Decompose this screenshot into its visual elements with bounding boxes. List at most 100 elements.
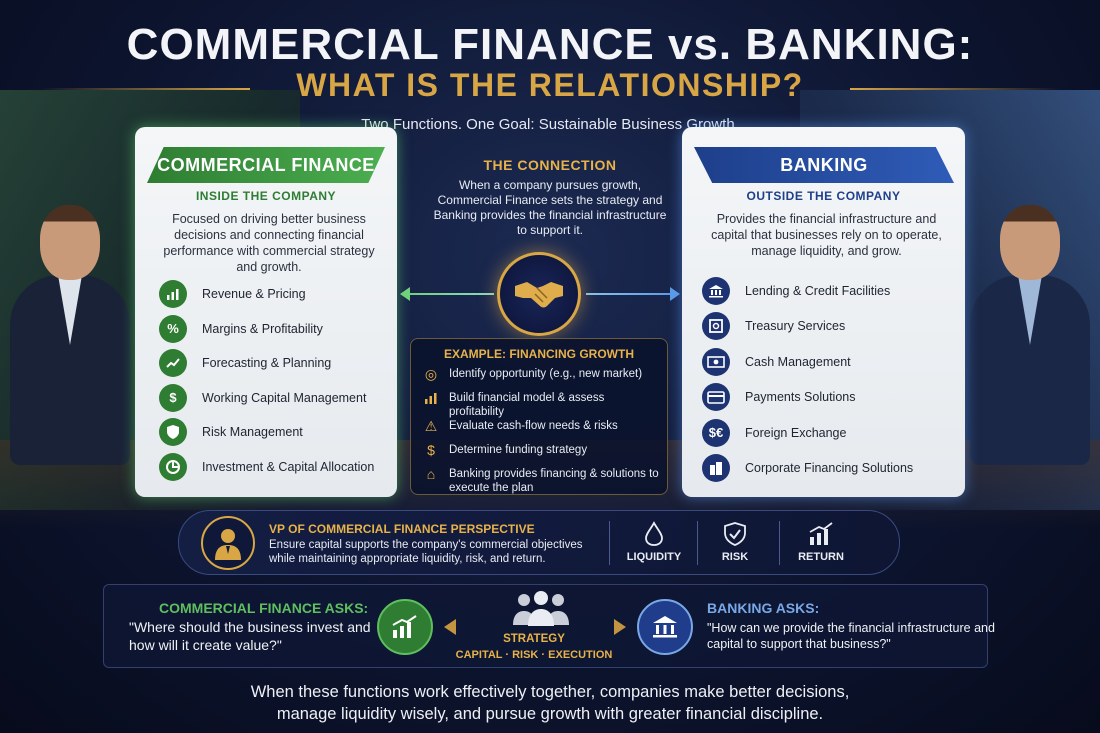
bar-chart-up-icon xyxy=(783,517,859,551)
list-item-label: Working Capital Management xyxy=(202,390,367,405)
connection-arrow-right xyxy=(586,293,672,295)
example-steps-list: ◎ Identify opportunity (e.g., new market… xyxy=(421,367,661,495)
footer-text: When these functions work effectively to… xyxy=(0,681,1100,725)
list-item-label: Banking provides financing & solutions t… xyxy=(449,468,659,494)
list-item-label: Treasury Services xyxy=(745,319,846,334)
banking-banner: BANKING xyxy=(694,147,954,183)
dollar-icon: $ xyxy=(427,442,435,458)
list-item: $ Working Capital Management xyxy=(159,381,385,416)
cash-icon xyxy=(702,347,730,376)
metric-label: RETURN xyxy=(798,551,844,563)
connection-arrow-left xyxy=(408,293,494,295)
arrow-right-icon xyxy=(670,287,680,301)
list-item-label: Cash Management xyxy=(745,354,851,369)
divider xyxy=(697,521,698,565)
list-item: ⚠ Evaluate cash-flow needs & risks xyxy=(421,419,661,443)
list-item: Investment & Capital Allocation xyxy=(159,450,385,485)
connection-title: THE CONNECTION xyxy=(483,157,617,173)
footer-line-1: When these functions work effectively to… xyxy=(250,683,850,701)
banking-question: "How can we provide the financial infras… xyxy=(707,621,995,651)
list-item: ⌂ Banking provides financing & solutions… xyxy=(421,467,661,495)
example-title: EXAMPLE: FINANCING GROWTH xyxy=(444,347,634,361)
list-item: ◎ Identify opportunity (e.g., new market… xyxy=(421,367,661,391)
list-item-label: Margins & Profitability xyxy=(202,321,323,336)
bank-icon xyxy=(702,276,730,305)
list-item: Build financial model & assess profitabi… xyxy=(421,391,661,419)
card-icon xyxy=(702,383,730,412)
banking-asks-title: BANKING ASKS: xyxy=(707,600,820,616)
droplet-icon xyxy=(616,517,692,551)
warning-icon: ⚠ xyxy=(424,418,438,434)
divider xyxy=(609,521,610,565)
bank-icon: ⌂ xyxy=(426,466,436,482)
list-item-label: Risk Management xyxy=(202,425,303,440)
page-title: COMMERCIAL FINANCE vs. BANKING: xyxy=(126,20,974,69)
shield-check-icon xyxy=(697,517,773,551)
vp-text: Ensure capital supports the company's co… xyxy=(269,539,583,565)
list-item-label: Forecasting & Planning xyxy=(202,356,332,371)
list-item-label: Foreign Exchange xyxy=(745,425,847,440)
arrow-right-icon xyxy=(614,619,626,635)
metric-risk: RISK xyxy=(697,517,773,563)
footer-line-2: manage liquidity wisely, and pursue grow… xyxy=(276,705,824,723)
list-item-label: Corporate Financing Solutions xyxy=(745,461,914,476)
asks-panel: COMMERCIAL FINANCE ASKS: "Where should t… xyxy=(103,584,995,668)
list-item: $€ Foreign Exchange xyxy=(702,415,953,451)
commercial-finance-list: Revenue & Pricing % Margins & Profitabil… xyxy=(159,277,385,484)
list-item-label: Revenue & Pricing xyxy=(202,287,306,302)
pie-chart-icon xyxy=(159,452,187,481)
trend-line-icon xyxy=(159,349,187,378)
building-icon xyxy=(702,454,730,483)
safe-icon xyxy=(702,312,730,341)
list-item-label: Evaluate cash-flow needs & risks xyxy=(449,420,618,432)
growth-chart-icon xyxy=(377,599,433,655)
businessman-right-illustration xyxy=(970,205,1090,465)
bar-chart-icon xyxy=(421,391,441,407)
metric-return: RETURN xyxy=(783,517,859,563)
title-divider-left xyxy=(40,88,250,90)
vp-title: VP OF COMMERCIAL FINANCE PERSPECTIVE xyxy=(269,522,535,536)
page-title-question: WHAT IS THE RELATIONSHIP? xyxy=(296,67,804,103)
commercial-finance-banner: COMMERCIAL FINANCE xyxy=(147,147,385,183)
title-divider-right xyxy=(850,88,1060,90)
businessman-left-illustration xyxy=(10,205,130,465)
target-icon: ◎ xyxy=(424,366,438,382)
list-item-label: Build financial model & assess profitabi… xyxy=(449,392,605,418)
list-item-label: Lending & Credit Facilities xyxy=(745,283,891,298)
list-item: Revenue & Pricing xyxy=(159,277,385,312)
metric-label: LIQUIDITY xyxy=(626,551,682,563)
list-item: Risk Management xyxy=(159,415,385,450)
list-item-label: Payments Solutions xyxy=(745,390,856,405)
list-item-label: Investment & Capital Allocation xyxy=(202,459,375,474)
strategy-label: STRATEGY xyxy=(503,633,565,645)
commercial-finance-description: Focused on driving better business decis… xyxy=(163,212,375,274)
list-item-label: Determine funding strategy xyxy=(449,444,588,456)
commercial-finance-subtitle: INSIDE THE COMPANY xyxy=(195,189,337,203)
example-financing-growth-box: EXAMPLE: FINANCING GROWTH ◎ Identify opp… xyxy=(410,338,668,495)
metric-liquidity: LIQUIDITY xyxy=(616,517,692,563)
percent-icon: % xyxy=(159,314,187,343)
divider xyxy=(779,521,780,565)
banking-description: Provides the financial infrastructure an… xyxy=(711,212,942,258)
currency-exchange-icon: $€ xyxy=(702,418,730,447)
list-item: $ Determine funding strategy xyxy=(421,443,661,467)
vp-perspective-bar: VP OF COMMERCIAL FINANCE PERSPECTIVE Ens… xyxy=(178,510,900,575)
dollar-icon: $ xyxy=(159,383,187,412)
list-item: Cash Management xyxy=(702,344,953,380)
commercial-finance-question: "Where should the business invest and ho… xyxy=(129,619,371,653)
banking-card: BANKING OUTSIDE THE COMPANY Provides the… xyxy=(682,127,965,497)
list-item: Payments Solutions xyxy=(702,380,953,416)
list-item: Corporate Financing Solutions xyxy=(702,451,953,487)
executive-avatar-icon xyxy=(201,516,255,570)
shield-icon xyxy=(159,418,187,447)
strategy-sub-label: CAPITAL · RISK · EXECUTION xyxy=(455,649,613,661)
page-subtitle: Two Functions. One Goal: Sustainable Bus… xyxy=(361,116,739,133)
commercial-finance-asks-title: COMMERCIAL FINANCE ASKS: xyxy=(159,600,369,616)
list-item: Lending & Credit Facilities xyxy=(702,273,953,309)
handshake-icon xyxy=(497,252,581,336)
connection-description: When a company pursues growth, Commercia… xyxy=(433,178,667,237)
bar-chart-icon xyxy=(159,280,187,309)
list-item: Treasury Services xyxy=(702,309,953,345)
arrow-left-icon xyxy=(444,619,456,635)
banking-subtitle: OUTSIDE THE COMPANY xyxy=(746,189,901,203)
